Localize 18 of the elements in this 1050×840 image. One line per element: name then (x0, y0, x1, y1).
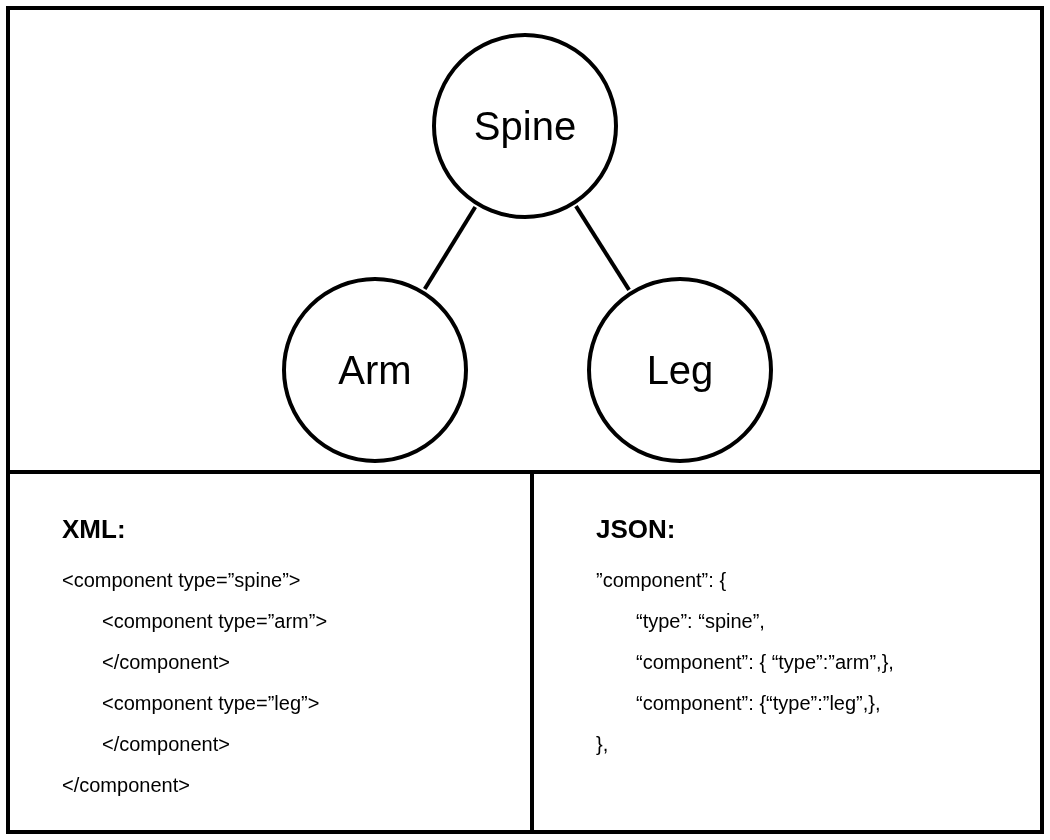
code-line: </component> (62, 773, 190, 798)
code-line: <component type=”spine”> (62, 568, 301, 593)
code-line: </component> (102, 732, 230, 757)
panel-heading: XML: (62, 516, 126, 542)
node-label: Spine (473, 106, 577, 146)
panel-heading: JSON: (596, 516, 676, 542)
node-label: Leg (646, 350, 714, 390)
connector-line (423, 205, 477, 291)
code-line: </component> (102, 650, 230, 675)
node-label: Arm (338, 350, 412, 390)
connector-line (574, 205, 631, 291)
code-line: “component”: {“type”:”leg”,}, (636, 691, 881, 716)
code-line: “component”: { “type”:”arm”,}, (636, 650, 894, 675)
code-line: <component type=”leg”> (102, 691, 320, 716)
code-line: “type”: “spine”, (636, 609, 765, 634)
code-line: <component type=”arm”> (102, 609, 328, 634)
code-line: ”component”: { (596, 568, 727, 593)
code-line: }, (596, 732, 609, 757)
